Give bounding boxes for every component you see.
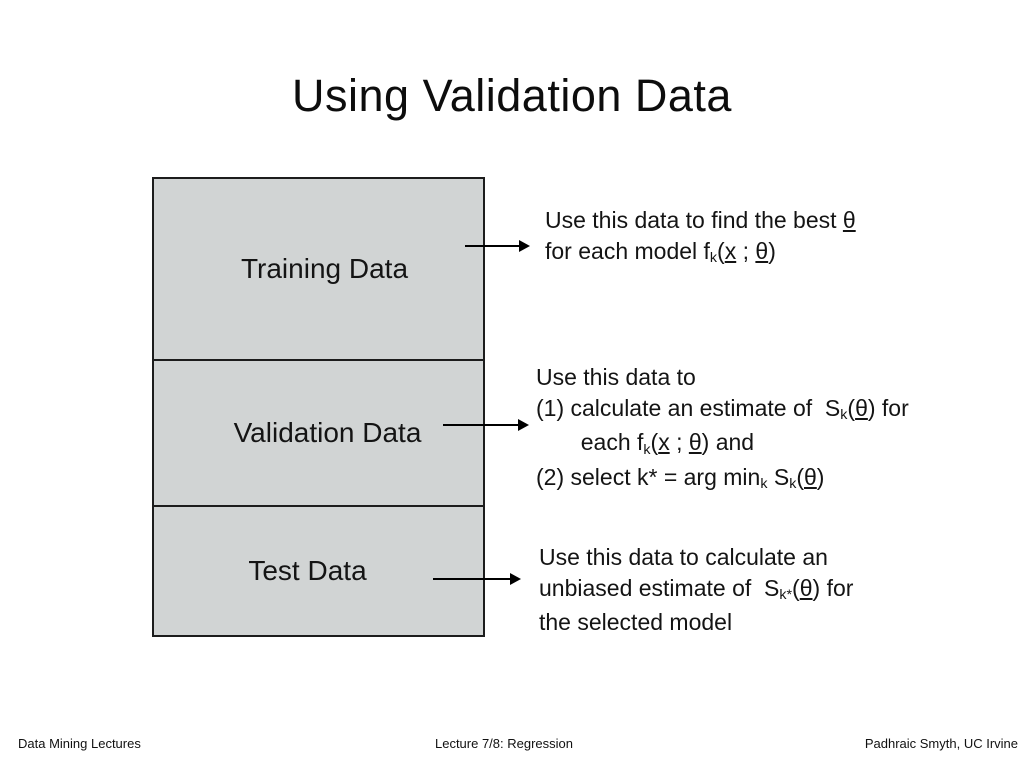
validation-data-label: Validation Data bbox=[233, 417, 422, 448]
footer-lecture: Lecture 7/8: Regression bbox=[434, 736, 574, 751]
footer-course: Data Mining Lectures bbox=[18, 736, 141, 751]
validation-arrow-icon bbox=[443, 419, 529, 431]
slide-title: Using Validation Data bbox=[292, 70, 732, 121]
test-arrow-icon bbox=[433, 573, 521, 585]
training-data-label: Training Data bbox=[240, 253, 409, 284]
test-data-box: Test Data bbox=[154, 505, 483, 635]
validation-annotation: Use this data to(1) calculate an estimat… bbox=[536, 364, 909, 493]
validation-data-box: Validation Data bbox=[154, 359, 483, 505]
footer-author: Padhraic Smyth, UC Irvine bbox=[864, 736, 1018, 751]
training-arrow-icon bbox=[465, 240, 530, 252]
training-data-box: Training Data bbox=[154, 179, 483, 359]
test-data-label: Test Data bbox=[248, 555, 367, 586]
data-split-diagram: Training Data Validation Data Test Data bbox=[152, 177, 485, 637]
